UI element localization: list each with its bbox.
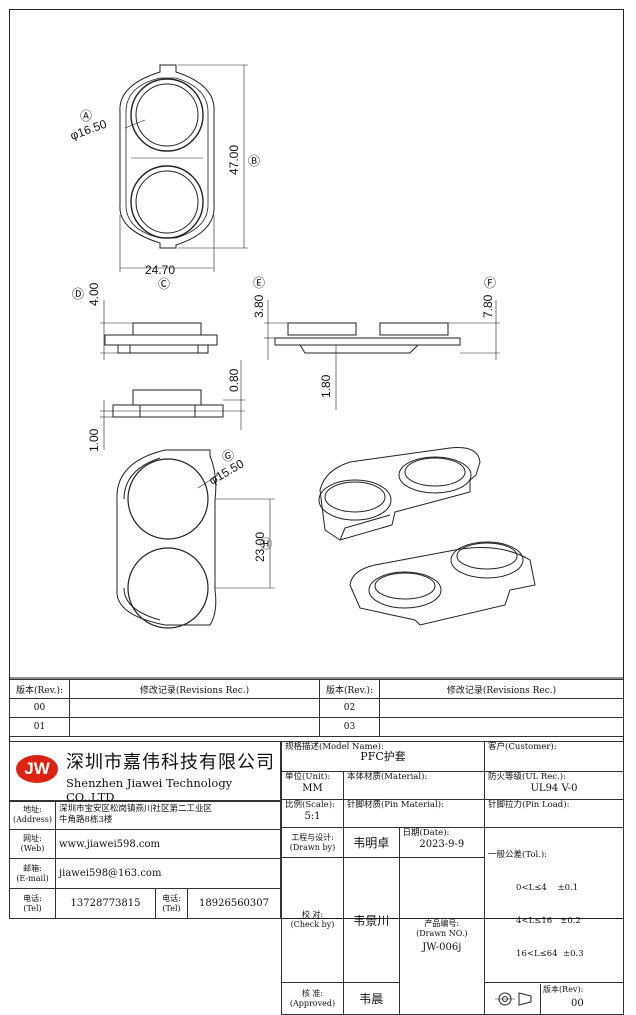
dim-7-80: 7.80 (481, 294, 495, 318)
side-view-a (100, 300, 218, 360)
rev-01: 01 (9, 717, 70, 737)
company-name-cn: 深圳市嘉伟科技有限公司 (66, 752, 275, 773)
company-block: JW 深圳市嘉伟科技有限公司 Shenzhen Jiawei Technolog… (9, 741, 281, 804)
scale-cell: 比例(Scale): 5:1 (281, 799, 344, 828)
company-logo: JW (16, 755, 58, 783)
dim-4-00: 4.00 (87, 282, 101, 306)
dim-label-d: Ⓓ (72, 287, 84, 301)
isometric-view-bottom (349, 541, 536, 626)
dim-47: 47.00 (227, 145, 241, 175)
date-value: 2023-9-9 (419, 839, 465, 850)
dim-label-f: Ⓕ (484, 276, 496, 290)
dim-label-a: Ⓐ (80, 109, 92, 123)
dim-label-h: Ⓗ (260, 537, 272, 551)
company-name-en: Shenzhen Jiawei Technology CO.,LTD (66, 776, 233, 804)
web-label: 网址:(Web) (8, 828, 57, 860)
pin-material-cell: 针脚材质(Pin Material): (342, 799, 486, 828)
unit-value: MM (302, 783, 323, 794)
flame-cell: 防火等级(UL Rec.): UL94 V-0 (484, 771, 624, 800)
tel-value-1: 13728773815 (55, 888, 157, 919)
dim-label-g: Ⓖ (222, 449, 234, 463)
dim-24-70: 24.70 (145, 263, 175, 277)
approve-value: 韦晨 (342, 982, 400, 1015)
dim-0-80: 0.80 (227, 368, 241, 392)
model-cell: 规格描述(Model Name): PFC护套 (280, 741, 486, 772)
projection-symbol-icon (485, 983, 542, 1014)
technical-drawing: Ⓐ φ16.50 47.00 Ⓑ 24.70 Ⓒ Ⓓ 4.00 Ⓔ 3.80 Ⓕ… (9, 64, 624, 679)
isometric-view-top (318, 447, 481, 541)
rec-03 (379, 717, 624, 737)
rev-03: 03 (319, 717, 380, 737)
customer-cell: 客户(Customer): (484, 741, 624, 772)
drawn-label: 工程与设计:(Drawn by) (281, 827, 344, 858)
dim-label-b: Ⓑ (248, 154, 260, 168)
material-cell: 本体材质(Material): (342, 771, 486, 800)
rev-02: 02 (319, 698, 380, 718)
rec-header: 修改记录(Revisions Rec.) (69, 679, 320, 699)
address-value: 深圳市宝安区松岗镇燕川社区第二工业区牛角路8栋3楼 (55, 801, 281, 830)
check-label: 校 对:(Check by) (281, 857, 344, 983)
spec-table: 规格描述(Model Name): PFC护套 客户(Customer): 单位… (280, 741, 624, 1015)
revision-table: 版本(Rev.): 修改记录(Revisions Rec.) 版本(Rev.):… (9, 679, 624, 737)
tel-label: 电话:(Tel) (8, 888, 57, 919)
email-value[interactable]: jiawei598@163.com (55, 858, 281, 890)
rev-value: 00 (571, 997, 584, 1009)
address-label: 地址:(Address) (8, 801, 57, 830)
pin-load-cell: 针脚拉力(Pin Load): (484, 799, 624, 828)
rev-cell: 版本(Rev): 00 (484, 982, 624, 1015)
drawn-no-cell: 产品编号: (Drawn NO.) JW-006j (398, 857, 486, 1015)
dim-1-80: 1.80 (319, 374, 333, 398)
rec-header-2: 修改记录(Revisions Rec.) (379, 679, 624, 699)
scale-value: 5:1 (304, 811, 321, 822)
rev-header-2: 版本(Rev.): (319, 679, 380, 699)
rev-00: 00 (9, 698, 70, 718)
approve-label: 核 准:(Approved) (281, 982, 344, 1015)
contact-table: 地址:(Address) 深圳市宝安区松岗镇燕川社区第二工业区牛角路8栋3楼 网… (8, 801, 281, 919)
unit-cell: 单位(Unit): MM (281, 771, 344, 800)
tel-value-2: 18926560307 (187, 888, 281, 919)
rec-02 (379, 698, 624, 718)
web-value[interactable]: www.jiawei598.com (55, 828, 281, 860)
bottom-view (116, 449, 275, 629)
tel-label-2: 电话:(Tel) (155, 888, 189, 919)
rev-header: 版本(Rev.): (9, 679, 70, 699)
front-view (100, 360, 245, 450)
side-view-b (264, 300, 500, 410)
model-value: PFC护套 (360, 750, 406, 763)
dim-1-00: 1.00 (87, 428, 101, 452)
dim-label-c: Ⓒ (158, 277, 170, 291)
top-view (119, 64, 248, 272)
rec-01 (69, 717, 320, 737)
email-label: 邮箱:(E-mail) (8, 858, 57, 890)
drawn-value: 韦明卓 (342, 827, 400, 858)
rec-00 (69, 698, 320, 718)
tolerance-cell: 一般公差(Tol.): 0<L≤4 ±0.1 4<L≤16 ±0.2 16<L≤… (484, 827, 624, 983)
check-value: 韦景川 (342, 857, 400, 983)
flame-value: UL94 V-0 (530, 783, 578, 794)
date-cell: 日期(Date): 2023-9-9 (398, 827, 486, 858)
dim-3-80: 3.80 (252, 294, 266, 318)
dim-label-e: Ⓔ (253, 276, 265, 290)
drawn-no-value: JW-006j (422, 942, 462, 953)
dim-23-00: 23.00 (253, 532, 267, 562)
